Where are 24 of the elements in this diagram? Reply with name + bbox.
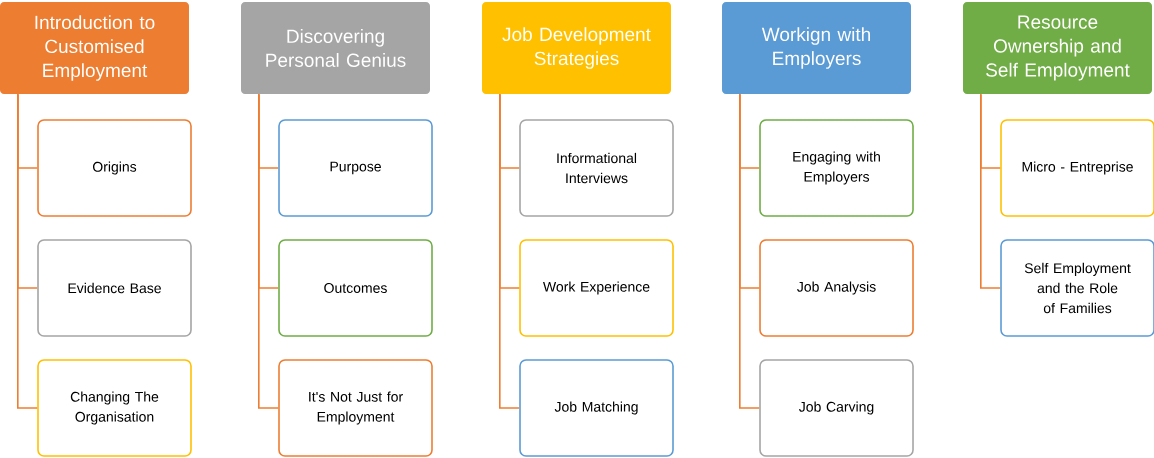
topic-box: Informational Interviews [519, 119, 674, 217]
header-box: Introduction to Customised Employment [0, 2, 189, 94]
connector [17, 93, 38, 409]
topic-box: Job Analysis [759, 239, 914, 337]
topic-box: Origins [37, 119, 192, 217]
topic-box: Outcomes [278, 239, 433, 337]
topic-box: Micro - Entreprise [1000, 119, 1154, 217]
header-box: Workign with Employers [722, 2, 911, 94]
topic-box: Evidence Base [37, 239, 192, 337]
topic-box: Work Experience [519, 239, 674, 337]
header-box: Discovering Personal Genius [241, 2, 430, 94]
connector [980, 93, 1001, 289]
topic-box: It's Not Just for Employment [278, 359, 433, 457]
topic-box: Engaging with Employers [759, 119, 914, 217]
topic-box: Job Matching [519, 359, 674, 457]
header-box: Job Development Strategies [482, 2, 671, 94]
header-box: Resource Ownership and Self Employment [963, 2, 1152, 94]
topic-box: Job Carving [759, 359, 914, 457]
connector [258, 93, 279, 409]
topic-box: Purpose [278, 119, 433, 217]
connector [499, 93, 520, 409]
topic-box: Changing The Organisation [37, 359, 192, 457]
connector [739, 93, 760, 409]
topic-box: Self Employment and the Role of Families [1000, 239, 1154, 337]
